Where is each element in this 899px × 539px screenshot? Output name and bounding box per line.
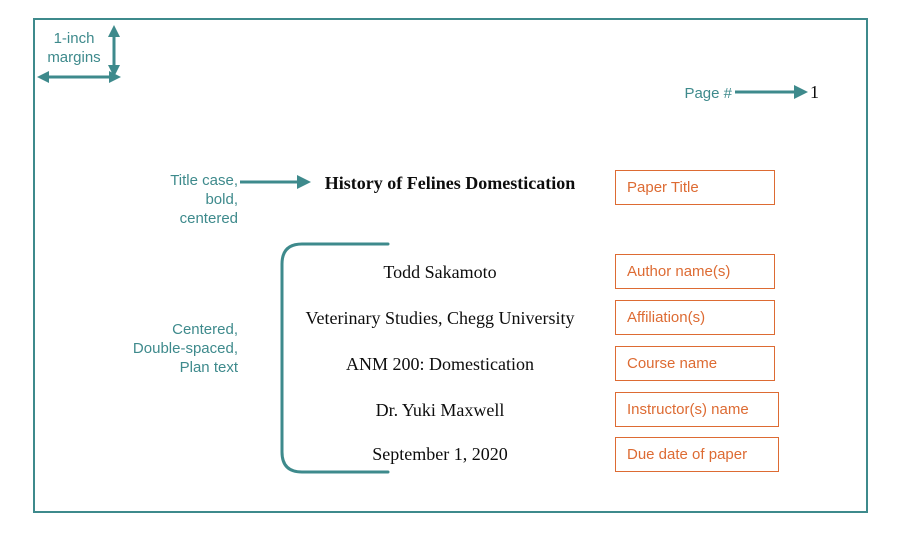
document-affiliation-line: Veterinary Studies, Chegg University [305,308,575,328]
curly-brace-icon [280,242,390,474]
document-author-line: Todd Sakamoto [383,262,497,282]
callout-affiliations: Affiliation(s) [615,300,775,335]
document-paper-title: History of Felines Domestication [324,173,576,193]
callout-paper-title: Paper Title [615,170,775,205]
page-frame [33,18,868,513]
horizontal-double-arrow-icon [37,71,121,83]
callout-course-name: Course name [615,346,775,381]
margins-annotation-label: 1-inch margins [47,30,101,66]
callout-author-names: Author name(s) [615,254,775,289]
body-rules-annotation-label: Centered, Double-spaced, Plan text [132,321,238,376]
title-rules-annotation-label: Title case, bold, centered [170,172,238,227]
vertical-double-arrow-icon [108,25,120,77]
document-instructor-line: Dr. Yuki Maxwell [375,400,505,420]
page-number-annotation-label: Page # [684,85,732,102]
document-due-date-line: September 1, 2020 [372,444,508,464]
pointer-arrow-icon-title [240,175,311,189]
pointer-arrow-icon-page-number [735,85,808,99]
document-course-line: ANM 200: Domestication [346,354,534,374]
callout-due-date: Due date of paper [615,437,779,472]
document-page-number: 1 [810,82,819,102]
callout-instructor-name: Instructor(s) name [615,392,779,427]
